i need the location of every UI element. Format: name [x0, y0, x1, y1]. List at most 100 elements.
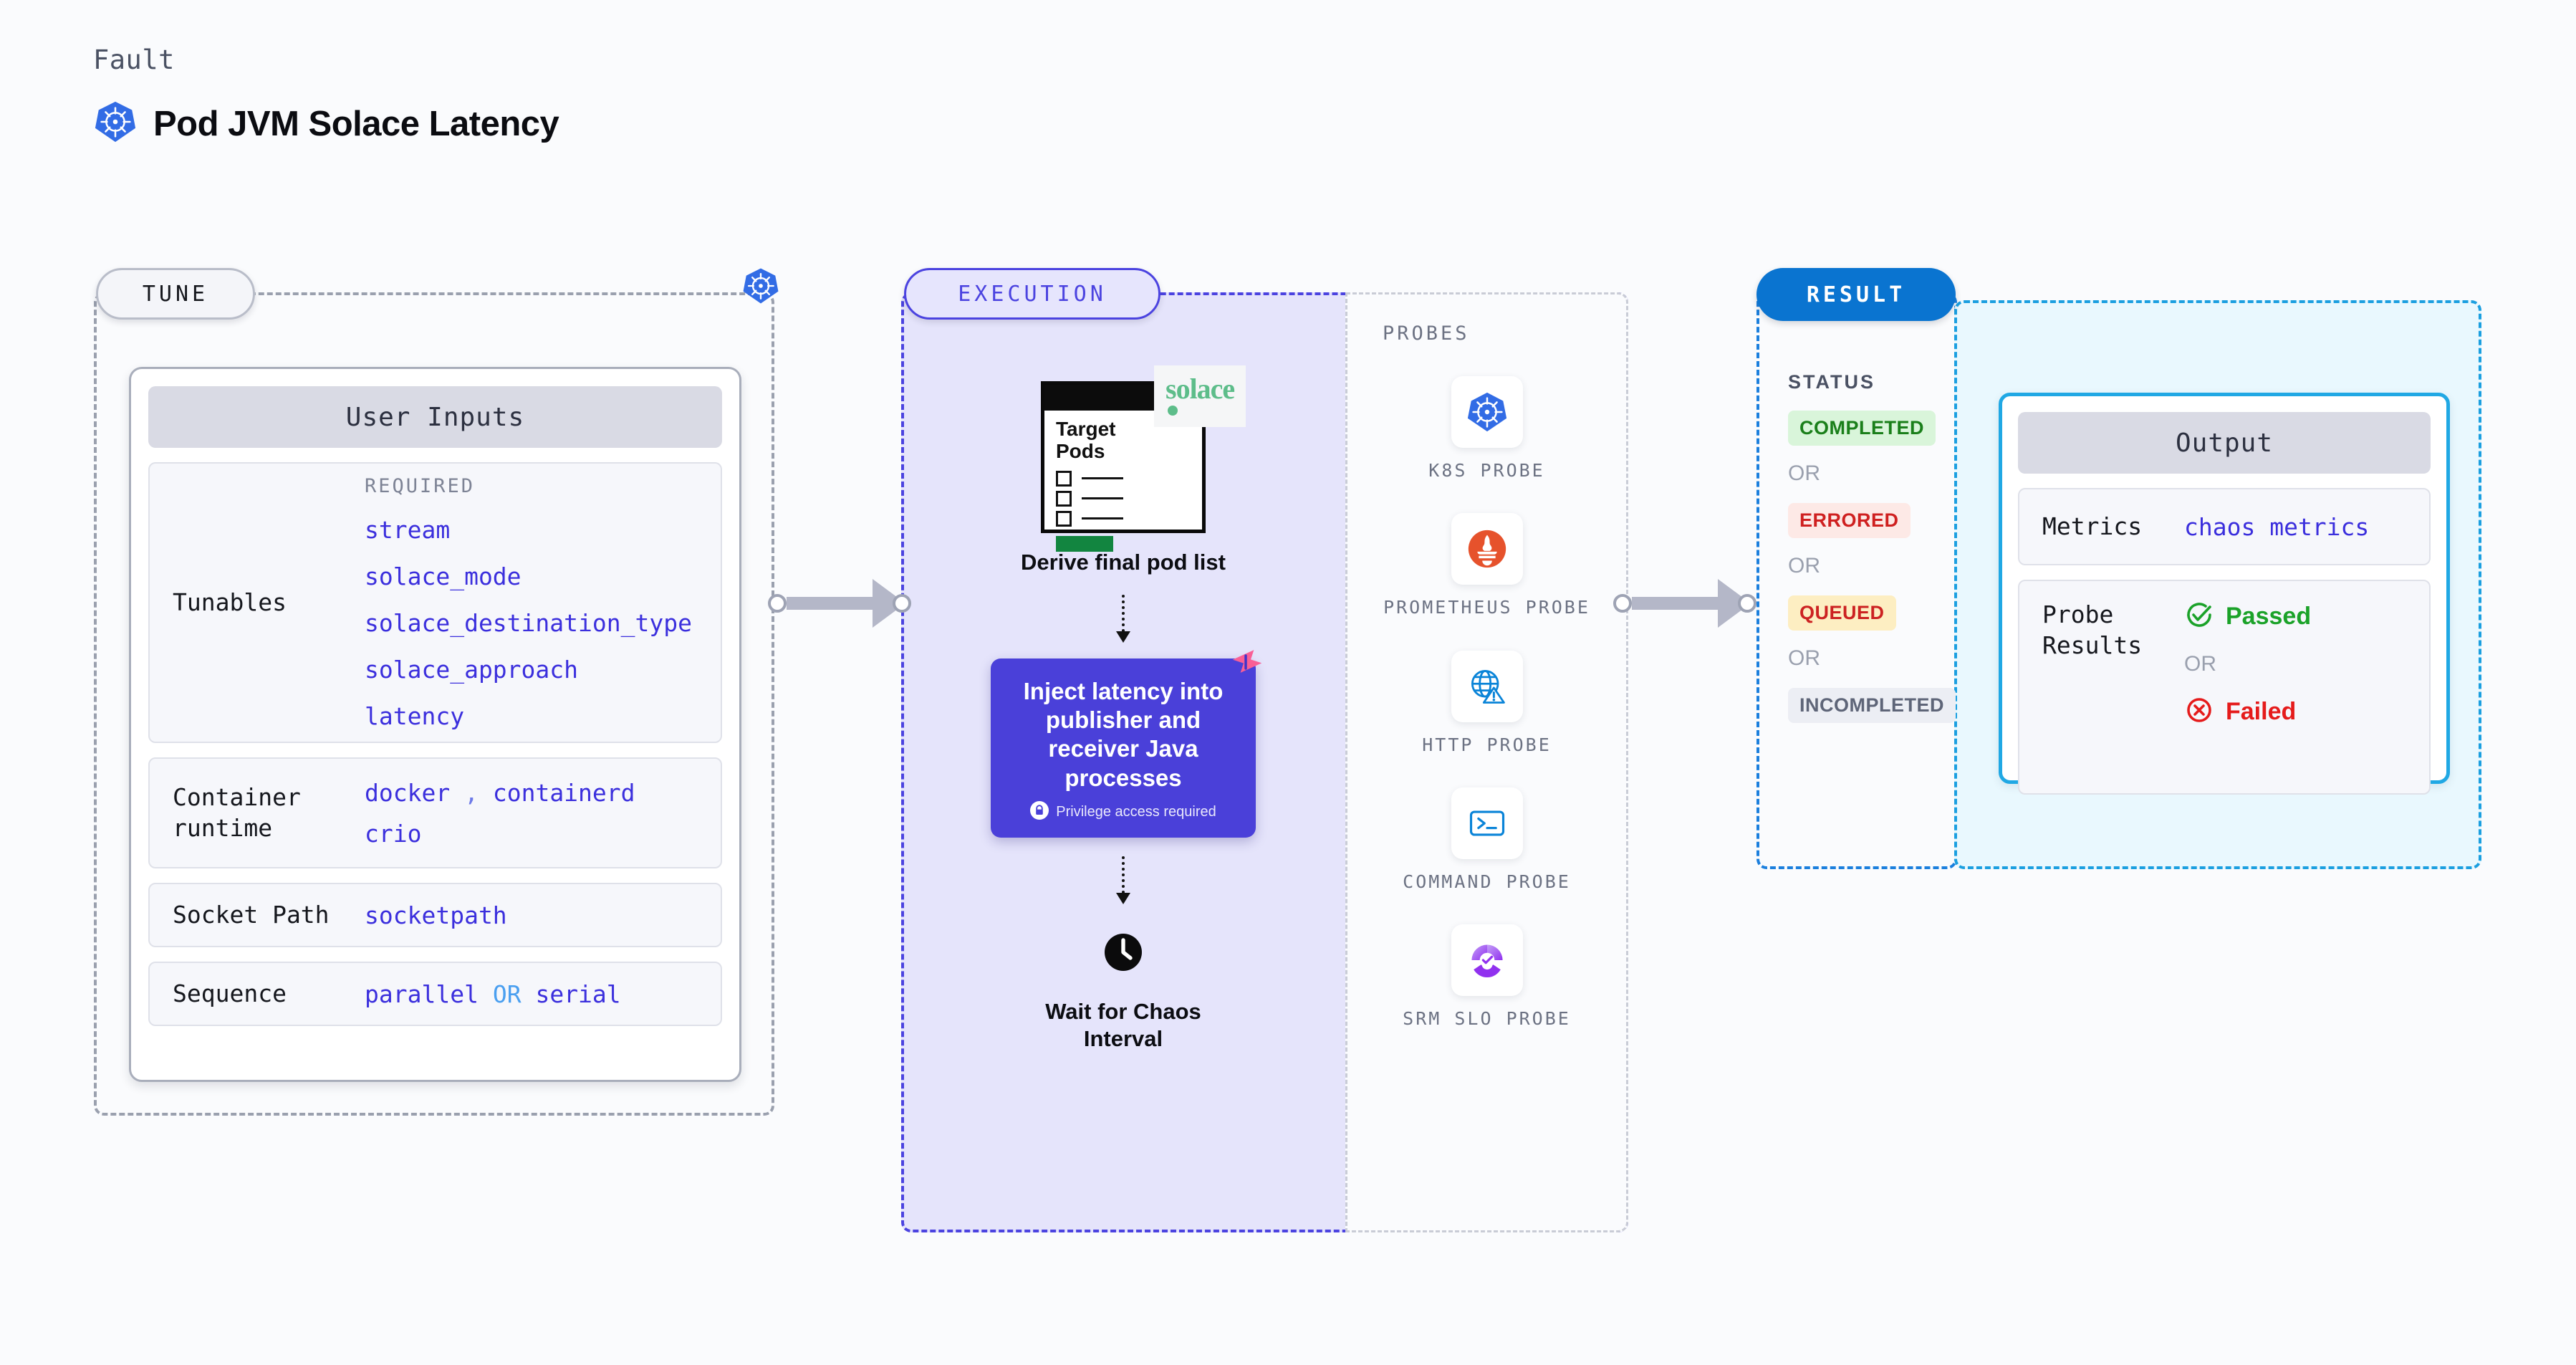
socket-path-label: Socket Path	[173, 900, 330, 929]
tunables-list: REQUIRED stream solace_mode solace_desti…	[365, 469, 692, 736]
privilege-note: Privilege access required	[1006, 800, 1240, 823]
arrow-head	[1116, 892, 1130, 904]
user-inputs-header: User Inputs	[148, 386, 722, 448]
probe-item-prometheus[interactable]: PROMETHEUS PROBE	[1345, 513, 1628, 618]
connector-bar	[787, 597, 874, 610]
privilege-note-text: Privilege access required	[1056, 803, 1216, 820]
sequence-value[interactable]: parallel	[365, 980, 479, 1008]
or-separator: OR	[1788, 554, 1820, 578]
tune-chip[interactable]: TUNE	[96, 268, 255, 320]
probes-column: PROBES K8S PROBE	[1345, 292, 1628, 1232]
tunable-item[interactable]: stream	[365, 516, 451, 544]
connector-dot	[1738, 594, 1756, 613]
title-row: Pod JVM Solace Latency	[93, 100, 559, 148]
srm-slo-icon	[1451, 924, 1523, 996]
probes-region	[1345, 292, 1628, 1232]
sequence-value[interactable]: serial	[535, 980, 621, 1008]
metrics-row: Metrics chaos metrics	[2018, 488, 2431, 565]
or-separator: OR	[2184, 652, 2216, 676]
solace-wordmark: solace	[1166, 373, 1235, 405]
step-caption-wait-interval: Wait for Chaos Interval	[1045, 998, 1201, 1051]
x-circle-icon	[2184, 695, 2214, 729]
tunables-row: Tunables REQUIRED stream solace_mode sol…	[148, 462, 722, 743]
sequence-values: parallel OR serial	[365, 980, 621, 1008]
prometheus-icon	[1451, 513, 1523, 585]
output-header: Output	[2018, 412, 2431, 474]
arrow-head	[1116, 631, 1130, 643]
kubernetes-icon	[93, 100, 138, 148]
metrics-label: Metrics	[2042, 512, 2143, 540]
probe-item-srm-slo[interactable]: SRM SLO PROBE	[1345, 924, 1628, 1030]
failed-label: Failed	[2226, 698, 2297, 725]
http-globe-warning-icon	[1451, 650, 1523, 722]
clock-icon	[1097, 926, 1150, 982]
tunable-item[interactable]: latency	[365, 702, 465, 730]
probe-name: HTTP PROBE	[1422, 734, 1552, 755]
result-column: STATUS COMPLETED OR ERRORED OR QUEUED OR…	[1756, 337, 1957, 723]
list-line	[1082, 517, 1123, 520]
tunable-item[interactable]: solace_destination_type	[365, 609, 692, 637]
socket-path-row: Socket Path socketpath	[148, 883, 722, 947]
value-separator: ,	[464, 778, 479, 807]
probe-item-command[interactable]: COMMAND PROBE	[1345, 787, 1628, 893]
container-runtime-row: Container runtime docker , containerd cr…	[148, 757, 722, 868]
sequence-label: Sequence	[173, 979, 287, 1007]
flow-arrow	[1116, 856, 1130, 904]
target-pods-list-item	[1044, 509, 1202, 529]
kubernetes-icon	[1451, 376, 1523, 448]
runtime-value[interactable]: containerd	[492, 778, 635, 807]
connector-execution-to-result	[1613, 579, 1756, 628]
metrics-values: chaos metrics	[2184, 513, 2369, 541]
sequence-row: Sequence parallel OR serial	[148, 962, 722, 1026]
step-caption-derive-pods: Derive final pod list	[1021, 550, 1226, 575]
result-chip[interactable]: RESULT	[1756, 268, 1956, 321]
probe-name: PROMETHEUS PROBE	[1383, 597, 1590, 618]
or-separator: OR	[1788, 461, 1820, 485]
probes-label: PROBES	[1383, 322, 1470, 345]
probe-results-values: Passed OR Failed	[2184, 600, 2311, 729]
socket-path-value[interactable]: socketpath	[365, 901, 507, 929]
socket-path-values: socketpath	[365, 901, 507, 929]
fault-kicker: Fault	[93, 44, 175, 75]
container-runtime-label: Container runtime	[173, 782, 301, 842]
list-line	[1082, 497, 1123, 500]
inject-latency-title: Inject latency into publisher and receiv…	[1023, 677, 1224, 791]
connector-tune-to-execution	[768, 579, 911, 628]
connector-dot	[1613, 594, 1632, 613]
chaos-ribbon-icon	[1229, 647, 1266, 688]
status-badge-incompleted: INCOMPLETED	[1788, 688, 1956, 723]
passed-label: Passed	[2226, 603, 2312, 630]
status-badge-completed: COMPLETED	[1788, 411, 1936, 446]
target-pods-submit-button	[1056, 535, 1113, 552]
page-title: Pod JVM Solace Latency	[153, 104, 559, 143]
checkbox-icon	[1056, 510, 1072, 527]
user-inputs-card: User Inputs Tunables REQUIRED stream sol…	[129, 367, 741, 1082]
execution-chip[interactable]: EXECUTION	[904, 268, 1160, 320]
lock-icon	[1030, 800, 1049, 823]
list-line	[1082, 477, 1123, 480]
runtime-value[interactable]: docker	[365, 778, 451, 807]
probe-item-http[interactable]: HTTP PROBE	[1345, 650, 1628, 756]
probe-result-failed: Failed	[2184, 695, 2311, 729]
runtime-value[interactable]: crio	[365, 819, 422, 848]
or-separator: OR	[1788, 646, 1820, 670]
check-circle-icon	[2184, 600, 2214, 633]
probe-name: K8S PROBE	[1428, 460, 1545, 481]
tunable-item[interactable]: solace_mode	[365, 562, 522, 590]
container-runtime-values: docker , containerd crio	[365, 779, 635, 848]
probe-name: COMMAND PROBE	[1403, 871, 1571, 892]
probe-item-k8s[interactable]: K8S PROBE	[1345, 376, 1628, 482]
page-header: Fault Pod JVM Solace Latency	[93, 44, 559, 148]
connector-dot	[768, 594, 787, 613]
arrow-line	[1122, 594, 1125, 632]
inject-latency-step[interactable]: Inject latency into publisher and receiv…	[991, 649, 1262, 838]
tunable-item[interactable]: solace_approach	[365, 656, 579, 684]
checkbox-icon	[1056, 470, 1072, 487]
metrics-value[interactable]: chaos metrics	[2184, 512, 2370, 541]
required-label: REQUIRED	[365, 475, 476, 497]
